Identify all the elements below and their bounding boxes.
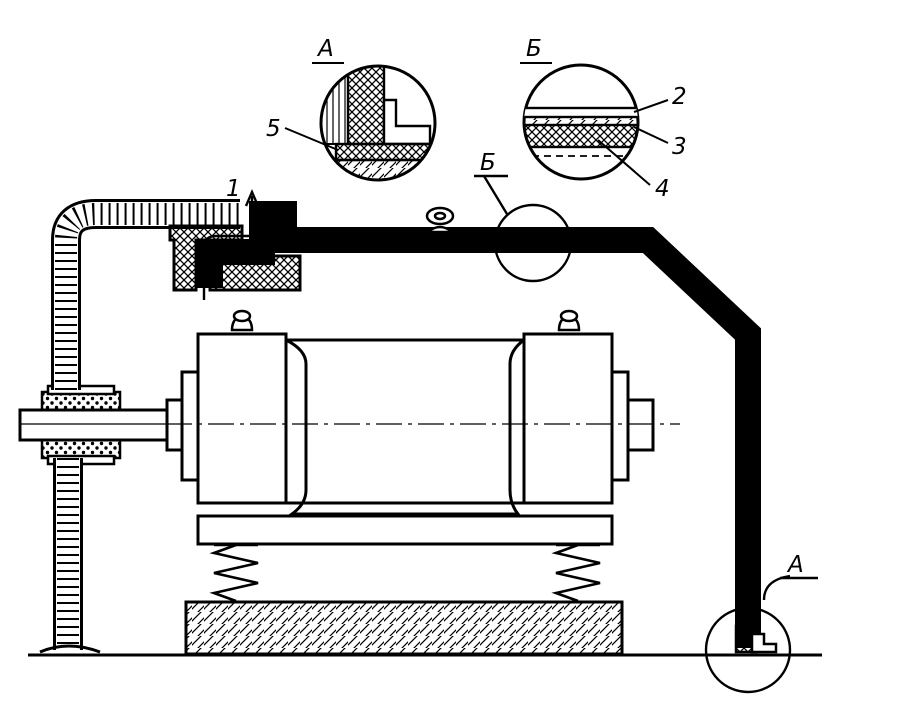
detail-a-enlarged	[284, 62, 437, 182]
machine-body	[40, 332, 680, 546]
label-marker-1: 1	[226, 176, 241, 202]
detail-a-marker	[704, 574, 818, 694]
airflow-arrow	[202, 188, 260, 300]
label-marker-2: 2	[672, 84, 687, 110]
lifting-eye-right	[557, 309, 581, 332]
foundation-block	[184, 600, 624, 656]
detail-b-marker	[474, 174, 573, 283]
detail-b-enlarged	[520, 62, 669, 186]
flexible-duct	[39, 199, 240, 654]
enclosure-hood	[197, 201, 778, 654]
label-marker-5: 5	[266, 116, 281, 142]
shaft	[18, 408, 169, 442]
lifting-eye-left	[230, 309, 254, 332]
label-detail-b-marker: Б	[480, 150, 496, 176]
hood-lifting-eye	[424, 206, 456, 234]
label-detail-b-title: Б	[526, 36, 542, 62]
duct-outlet	[168, 224, 244, 292]
label-marker-3: 3	[672, 134, 687, 160]
spring-left	[209, 543, 259, 603]
label-detail-a-marker: А	[786, 552, 804, 578]
spring-right	[551, 543, 601, 603]
label-detail-a-title: А	[316, 36, 334, 62]
label-marker-4: 4	[655, 176, 670, 202]
